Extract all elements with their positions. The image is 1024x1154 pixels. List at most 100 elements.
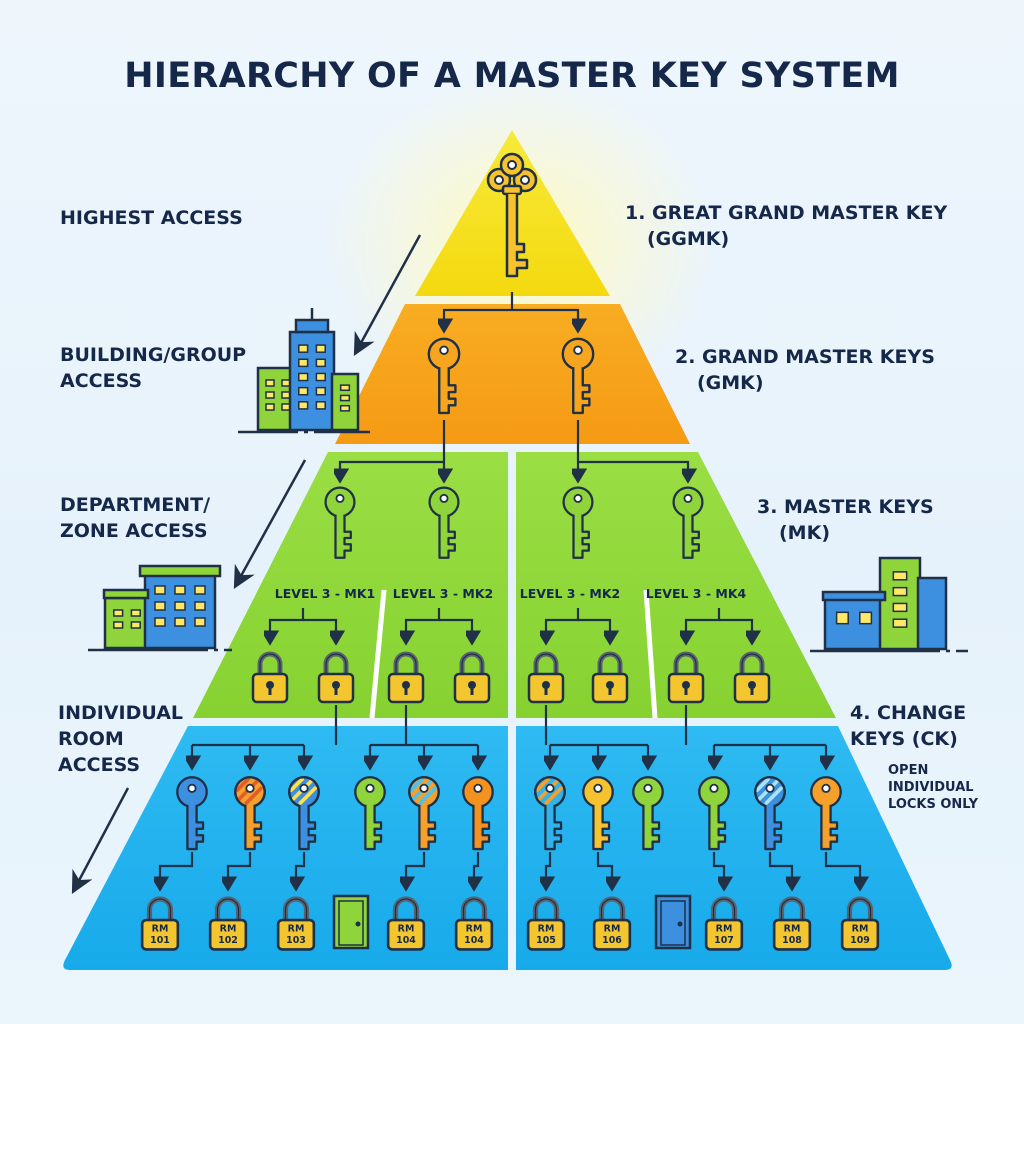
building-roof (821, 590, 887, 602)
room-number-label: 102 (218, 935, 238, 946)
building-icon (143, 570, 217, 650)
change-key-icon (288, 776, 320, 851)
label-ck-line-2: KEYS (CK) (850, 728, 958, 750)
label-individual-line-3: ACCESS (58, 754, 141, 776)
change-key-icon (582, 776, 614, 851)
arrow-ck-room (406, 852, 426, 884)
room-prefix-label: RM (398, 924, 415, 935)
label-department-line-2: ZONE ACCESS (60, 520, 208, 542)
mk-key-icon (428, 486, 460, 559)
padlock-icon (317, 651, 355, 704)
arrow-mk-lock (439, 618, 472, 638)
building-icon (103, 596, 151, 650)
pyramid-diagram: RM101RM102RM103RM104RM104RM105RM106RM107… (63, 130, 968, 970)
padlock-icon (453, 651, 491, 704)
arrow-ck-room (546, 852, 550, 884)
arrow-mk-lock (546, 608, 580, 638)
building-roof (102, 588, 150, 600)
building-roof (138, 564, 222, 578)
mk-key-icon (672, 486, 704, 559)
arrow-mk-lock (719, 618, 752, 638)
padlock-icon (527, 651, 565, 704)
room-number-label: 104 (464, 935, 484, 946)
arrow-gmk-mk4 (578, 460, 688, 476)
arrow-mk-lock (686, 608, 721, 638)
room-prefix-label: RM (538, 924, 555, 935)
tier-mk-right (516, 452, 836, 718)
label-ggmk-line-2: (GGMK) (647, 228, 730, 250)
arrow-ck-room (824, 852, 860, 884)
building-roof (294, 318, 330, 334)
mk-level-label: LEVEL 3 - MK1 (275, 586, 375, 601)
padlock-icon (733, 651, 771, 704)
room-prefix-label: RM (852, 924, 869, 935)
arrow-ck-room (596, 852, 612, 884)
arrow-ck-room (712, 852, 724, 884)
door-icon (654, 894, 692, 950)
label-individual-access: INDIVIDUAL ROOM ACCESS (58, 700, 183, 778)
room-number-label: 103 (286, 935, 306, 946)
room-number-label: 105 (536, 935, 556, 946)
change-key-icon (408, 776, 440, 851)
divider-mk-left (369, 589, 387, 719)
label-mk: 3. MASTER KEYS (MK) (757, 494, 934, 546)
label-gmk-line-1: 2. GRAND MASTER KEYS (675, 346, 935, 368)
door-icon (332, 894, 370, 950)
arrow-mk-lock (578, 618, 610, 638)
label-ck-note: OPEN INDIVIDUAL LOCKS ONLY (888, 762, 978, 813)
room-number-label: 107 (714, 935, 734, 946)
gmk-key-icon (427, 337, 461, 415)
arrow-ggmk-right (512, 308, 578, 326)
gmk-key-icon (561, 337, 595, 415)
label-department-access: DEPARTMENT/ ZONE ACCESS (60, 492, 210, 544)
padlock-icon (387, 651, 425, 704)
room-prefix-label: RM (784, 924, 801, 935)
label-mk-line-2: (MK) (779, 522, 830, 544)
room-number-label: 108 (782, 935, 802, 946)
label-ck-note-line-2: INDIVIDUAL (888, 780, 974, 795)
building-icon (916, 576, 948, 651)
arrow-ggmk-left (444, 292, 514, 326)
label-individual-line-1: INDIVIDUAL (58, 702, 184, 724)
room-number-label: 101 (150, 935, 170, 946)
label-ck-line-1: 4. CHANGE (850, 702, 967, 724)
arrow-ck-room (474, 852, 478, 884)
room-prefix-label: RM (716, 924, 733, 935)
label-ggmk-line-1: 1. GREAT GRAND MASTER KEY (625, 202, 948, 224)
padlock-icon (251, 651, 289, 704)
mk-level-label: LEVEL 3 - MK2 (393, 586, 493, 601)
mk-level-label: LEVEL 3 - MK2 (520, 586, 620, 601)
master-key-icon (486, 152, 538, 278)
arrow-mk-lock (303, 618, 336, 638)
mk-key-icon (562, 486, 594, 559)
room-prefix-label: RM (152, 924, 169, 935)
change-key-icon (534, 776, 566, 851)
label-building-access: BUILDING/GROUP ACCESS (60, 342, 246, 394)
mk-key-icon (324, 486, 356, 559)
mk-level-label: LEVEL 3 - MK4 (646, 586, 747, 601)
room-prefix-label: RM (288, 924, 305, 935)
room-prefix-label: RM (466, 924, 483, 935)
change-key-icon (810, 776, 842, 851)
arrow-gmk-mk1 (340, 460, 444, 476)
room-number-label: 109 (850, 935, 870, 946)
arrow-icon (233, 459, 307, 589)
label-ck: 4. CHANGE KEYS (CK) (850, 700, 966, 752)
arrow-ck-room (296, 852, 304, 884)
arrow-ck-room (160, 852, 194, 884)
building-icon (878, 556, 922, 651)
room-number-label: 104 (396, 935, 416, 946)
label-gmk: 2. GRAND MASTER KEYS (GMK) (675, 344, 935, 396)
building-icon (288, 330, 336, 432)
page-title: HIERARCHY OF A MASTER KEY SYSTEM (124, 56, 900, 96)
arrow-ck-room (228, 852, 252, 884)
arrow-mk-lock (406, 608, 441, 638)
